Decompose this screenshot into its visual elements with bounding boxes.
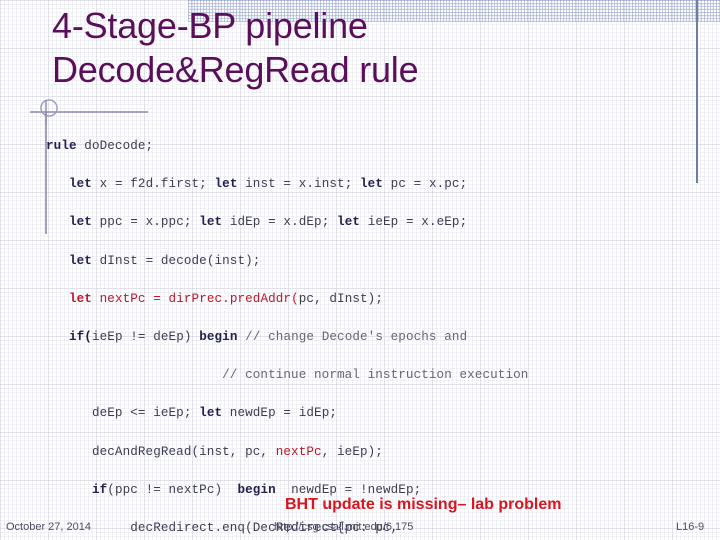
footer-url[interactable]: http://csg.csail.mit.edu/6.175 (274, 521, 414, 533)
code-line: decAndRegRead(inst, pc, nextPc, ieEp); (46, 444, 383, 459)
right-vertical-rule (696, 0, 698, 183)
footer-page-number: L16-9 (676, 521, 705, 533)
code-line: decRedirect.enq(DecRedirect{pc: pc, (46, 520, 399, 535)
footer-date: October 27, 2014 (6, 521, 92, 533)
annotation-text: BHT update is missing– lab problem (285, 496, 562, 513)
code-block: rule doDecode; let x = f2d.first; let in… (46, 118, 716, 540)
top-decorative-band (188, 0, 720, 22)
code-line: let x = f2d.first; let inst = x.inst; le… (68, 177, 468, 192)
page-title: 4-Stage-BP pipeline Decode&RegRead rule (52, 5, 419, 90)
code-line: let dInst = decode(inst); (68, 253, 261, 268)
code-line: let ppc = x.ppc; let idEp = x.dEp; let i… (68, 215, 468, 230)
code-line: // continue normal instruction execution (222, 368, 529, 383)
code-line: let nextPc = dirPrec.predAddr(pc, dInst)… (68, 291, 383, 306)
code-line: if(ieEp != deEp) begin // change Decode'… (68, 330, 468, 345)
code-line: rule doDecode; (46, 139, 154, 154)
code-line: deEp <= ieEp; let newdEp = idEp; (46, 406, 338, 421)
code-line: if(ppc != nextPc) begin newdEp = !newdEp… (91, 482, 422, 497)
